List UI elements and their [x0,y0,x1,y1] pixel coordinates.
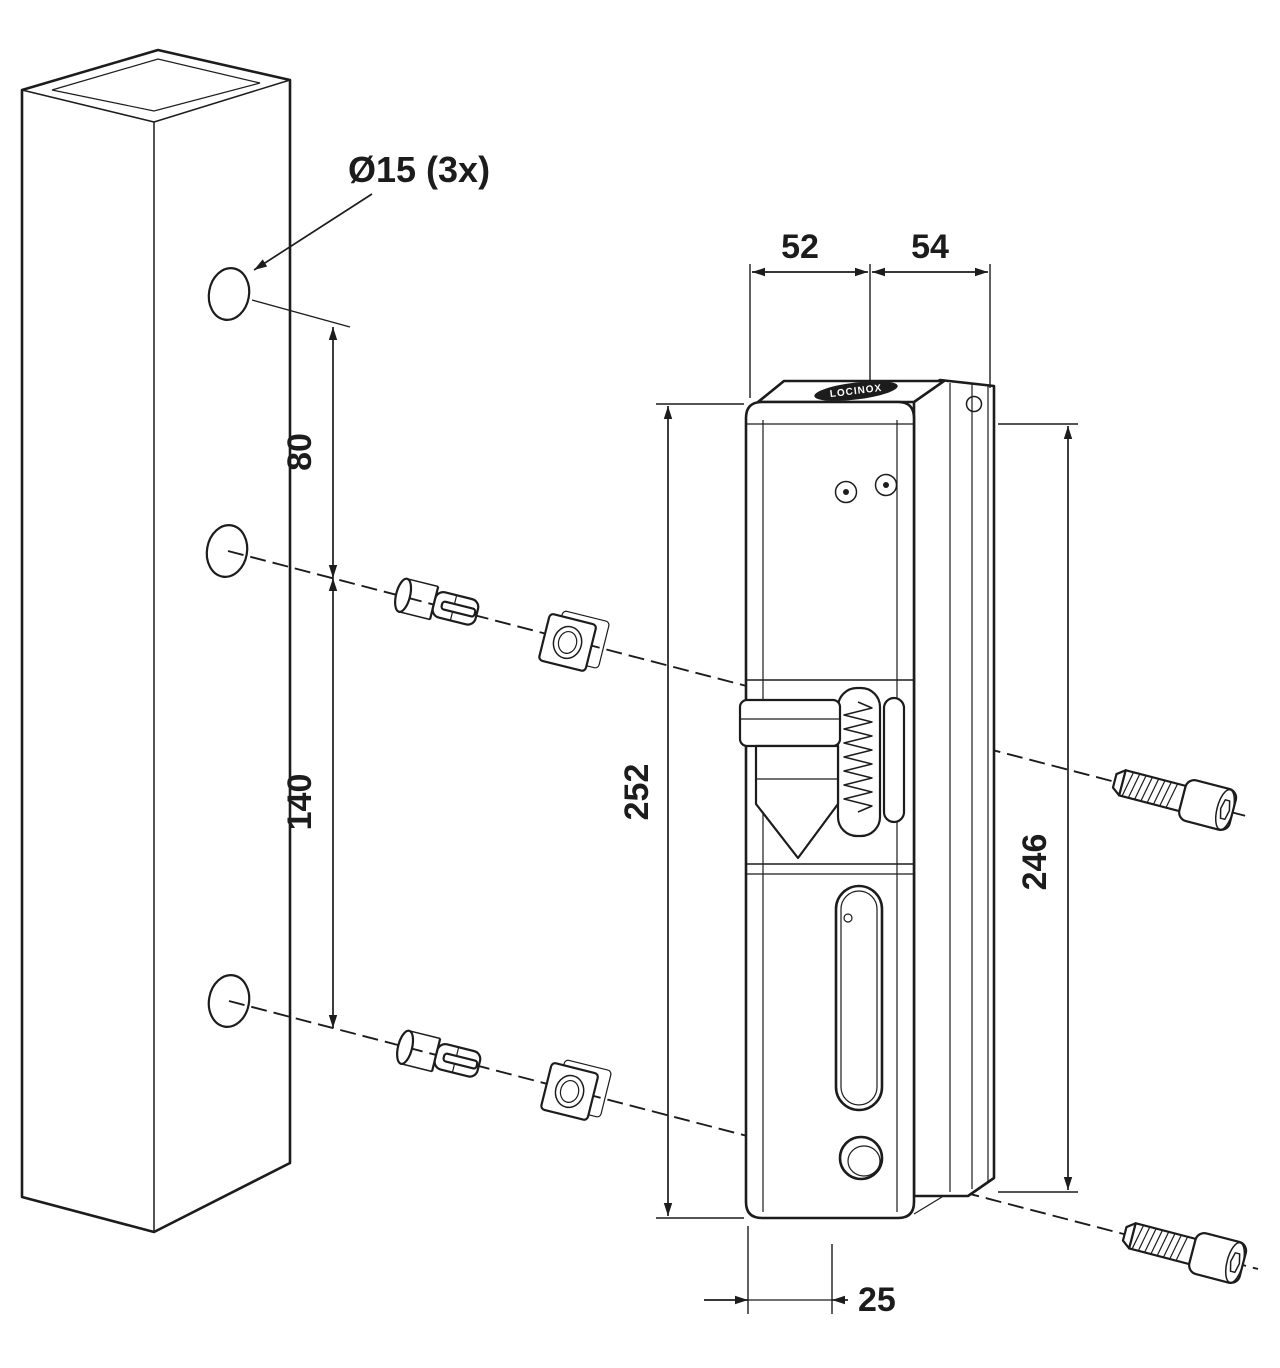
dimension-hole-spacing: 80 140 [251,299,351,1028]
adjustment-slot [834,884,884,1112]
post-tube-wall [51,58,261,112]
profile-screw-hole [965,395,983,413]
square-post [20,48,292,1234]
keeper-assembly: LOCINOX [738,378,996,1220]
axis-line-upper [227,550,1247,817]
latch-block [738,698,842,748]
dimension-width-52: 52 [749,228,871,398]
square-nut-upper [537,606,611,676]
dim-label-80: 80 [281,433,319,471]
latch-wedge [754,744,840,860]
dimension-height-252: 252 [618,403,744,1219]
expander-plug-upper [391,576,483,632]
dimension-depth-54: 54 [872,228,991,388]
dimension-height-246: 246 [998,423,1078,1193]
dim-label-246: 246 [1016,834,1054,891]
post-hole-middle [205,524,249,578]
front-screw-left [834,480,858,504]
keeper-pin-slot [882,696,906,824]
spring [843,701,873,813]
socket-screw-lower [1118,1212,1250,1287]
brand-badge [814,381,898,401]
front-screw-left-center [843,489,849,495]
spring-channel [836,686,882,838]
hole-callout: Ø15 (3x) [253,149,490,271]
bottom-bolt-hole [838,1135,884,1181]
axis-line-lower [228,1000,1259,1270]
dim-label-54: 54 [911,228,949,266]
front-screw-right-center [883,482,889,488]
dim-label-140: 140 [281,774,319,831]
hole-callout-leader [253,193,373,271]
hole-spec-label: Ø15 (3x) [348,149,490,190]
back-profile [912,378,996,1198]
dim-label-52: 52 [781,228,819,266]
dim-label-252: 252 [618,764,656,821]
expander-plug-lower [393,1028,485,1084]
post-hole-top [207,267,251,321]
dim-label-25: 25 [858,1281,896,1319]
dimension-bottom-25: 25 [704,1226,896,1319]
socket-screw-upper [1108,759,1240,834]
latch-mechanism [738,686,906,860]
front-screw-right [874,473,898,497]
lower-plate [834,884,884,1181]
square-nut-lower [539,1055,613,1125]
